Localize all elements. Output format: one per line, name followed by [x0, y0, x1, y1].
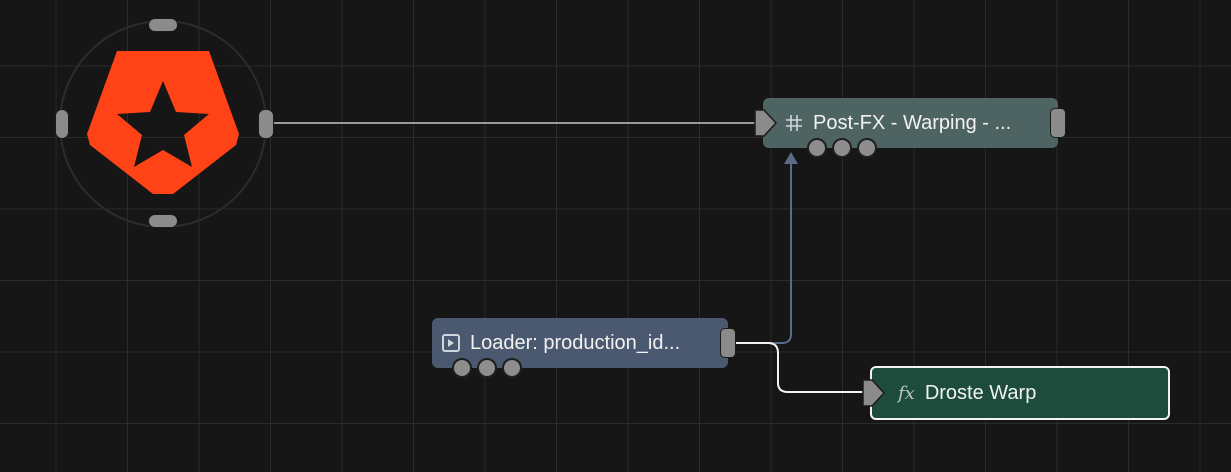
- node-postfx[interactable]: Post-FX - Warping - ...: [763, 98, 1058, 148]
- logo-handle-top[interactable]: [148, 18, 178, 32]
- logo-handle-left[interactable]: [55, 109, 69, 139]
- logo-handle-right[interactable]: [258, 109, 274, 139]
- star-gear-logo-icon[interactable]: [87, 51, 239, 194]
- node-postfx-input-dot[interactable]: [832, 138, 852, 158]
- play-square-icon: [442, 334, 460, 352]
- wire-loader-to-postfx: [734, 160, 792, 344]
- node-loader-label: Loader: production_id...: [470, 331, 681, 354]
- node-postfx-input-dot[interactable]: [857, 138, 877, 158]
- wire-loader-to-droste: [734, 342, 866, 393]
- logo-handle-bottom[interactable]: [148, 214, 178, 228]
- node-postfx-label: Post-FX - Warping - ...: [813, 111, 1012, 134]
- node-loader-input-dot[interactable]: [452, 358, 472, 378]
- node-droste-label: Droste Warp: [924, 381, 1037, 404]
- node-droste[interactable]: 𝑓x Droste Warp: [870, 366, 1170, 420]
- node-loader-output-port[interactable]: [720, 328, 736, 358]
- node-postfx-input-port[interactable]: [754, 108, 778, 138]
- node-postfx-output-port[interactable]: [1050, 108, 1066, 138]
- node-loader-input-dot[interactable]: [502, 358, 522, 378]
- wire-arrow-icon: [784, 152, 798, 164]
- node-postfx-input-dot[interactable]: [807, 138, 827, 158]
- hash-icon: [785, 114, 803, 132]
- node-droste-input-port[interactable]: [862, 378, 886, 408]
- fx-icon: 𝑓x: [898, 382, 915, 404]
- node-loader[interactable]: Loader: production_id...: [432, 318, 728, 368]
- node-loader-input-dot[interactable]: [477, 358, 497, 378]
